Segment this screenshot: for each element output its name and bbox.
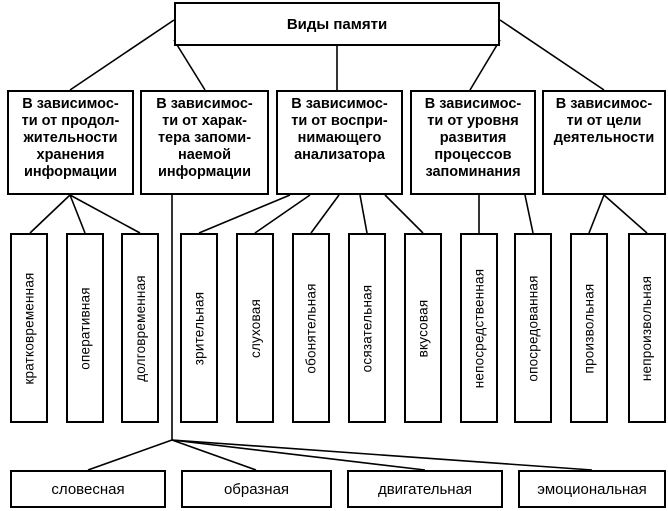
leaf-gustatory: вкусовая (404, 233, 442, 423)
connector-line (171, 439, 426, 471)
category-line: информации (23, 164, 118, 180)
leaf-label: обонятельная (303, 282, 319, 374)
connector-line (29, 194, 71, 234)
leaf-direct: непосредственная (460, 233, 498, 423)
category-line: В зависимос- (22, 96, 119, 112)
leaf-olfactory: обонятельная (292, 233, 330, 423)
category-line: жительности (23, 130, 118, 146)
leaf-long-term: долговременная (121, 233, 159, 423)
leaf-label: непроизвольная (639, 275, 655, 381)
leaf-operative: оперативная (66, 233, 104, 423)
leaf-auditory: слуховая (236, 233, 274, 423)
category-line: тера запоми- (157, 130, 252, 146)
category-duration: В зависимос- ти от продол- жительности х… (7, 90, 134, 195)
connector-line (171, 439, 257, 471)
connector-line (384, 194, 424, 234)
bottom-label: эмоциональная (537, 480, 647, 498)
bottom-label: двигательная (377, 480, 473, 498)
category-line: ти от цели (566, 113, 642, 129)
category-line: В зависимос- (291, 96, 388, 112)
category-line: деятельности (553, 130, 655, 146)
leaf-short-term: кратковременная (10, 233, 48, 423)
leaf-label: зрительная (191, 291, 207, 365)
leaf-label: осязательная (359, 284, 375, 372)
category-process-level: В зависимос- ти от уровня развития проце… (410, 90, 536, 195)
category-line: развития (439, 130, 507, 146)
category-content: В зависимос- ти от харак- тера запоми- н… (140, 90, 269, 195)
connector-line (588, 194, 605, 234)
category-line: процессов (434, 147, 512, 163)
leaf-involuntary: непроизвольная (628, 233, 666, 423)
bottom-label: словесная (51, 480, 125, 498)
connector-line (69, 19, 175, 91)
connector-line (87, 439, 173, 471)
category-line: нимающего (297, 130, 382, 146)
category-line: ти от продол- (21, 113, 120, 129)
connector-line (499, 19, 605, 91)
leaf-visual: зрительная (180, 233, 218, 423)
category-line: информации (157, 164, 252, 180)
connector-line (254, 194, 311, 234)
leaf-label: непосредственная (471, 268, 487, 388)
category-line: В зависимос- (424, 96, 522, 112)
category-line: анализатора (294, 147, 385, 163)
root-node: Виды памяти (174, 2, 500, 46)
bottom-label: образная (223, 480, 290, 498)
leaf-label: долговременная (132, 274, 148, 382)
leaf-label: произвольная (581, 283, 597, 373)
connector-line (524, 194, 534, 234)
leaf-label: опосредованная (525, 274, 541, 382)
bottom-verbal: словесная (10, 470, 166, 508)
category-line: запоминания (425, 164, 521, 180)
leaf-mediated: опосредованная (514, 233, 552, 423)
leaf-voluntary: произвольная (570, 233, 608, 423)
category-line: хранения (36, 147, 105, 163)
connector-line (198, 194, 291, 234)
category-line: В зависимос- (555, 96, 653, 112)
connector-line (69, 194, 86, 234)
category-line: наемой (177, 147, 231, 163)
connector-line (69, 194, 141, 234)
bottom-motor: двигательная (347, 470, 503, 508)
category-goal: В зависимос- ти от цели деятельности (542, 90, 666, 195)
category-analyzer: В зависимос- ти от воспри- нимающего ана… (276, 90, 403, 195)
category-line: ти от уровня (427, 113, 519, 129)
connector-line (603, 194, 648, 234)
connector-line (359, 194, 368, 234)
leaf-tactile: осязательная (348, 233, 386, 423)
category-line: ти от харак- (162, 113, 247, 129)
leaf-label: кратковременная (21, 271, 37, 385)
leaf-label: слуховая (247, 298, 263, 358)
connector-line (310, 194, 340, 234)
category-line: ти от воспри- (291, 113, 388, 129)
connector-line (173, 39, 206, 91)
connector-line (171, 439, 593, 471)
root-label: Виды памяти (286, 15, 388, 33)
leaf-label: оперативная (77, 286, 93, 370)
bottom-figurative: образная (181, 470, 332, 508)
bottom-emotional: эмоциональная (518, 470, 666, 508)
leaf-label: вкусовая (415, 299, 431, 357)
connector-line (469, 39, 501, 91)
category-line: В зависимос- (156, 96, 253, 112)
